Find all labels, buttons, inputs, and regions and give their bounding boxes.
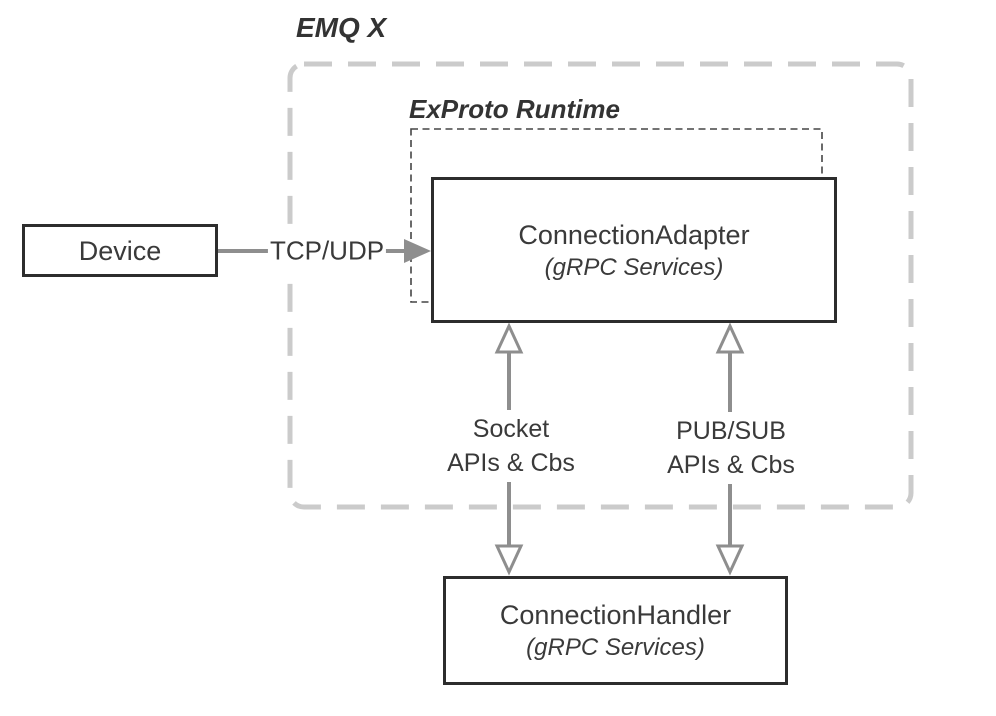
- socket-up-arrowhead-icon: [494, 322, 524, 354]
- socket-edge-label: Socket APIs & Cbs: [439, 410, 583, 482]
- pubsub-edge-label-line1: PUB/SUB: [676, 417, 786, 445]
- connection-adapter-node: ConnectionAdapter (gRPC Services): [431, 177, 837, 323]
- pubsub-edge-label-line2: APIs & Cbs: [667, 451, 795, 479]
- socket-down-arrowhead-icon: [494, 544, 524, 576]
- connection-handler-node: ConnectionHandler (gRPC Services): [443, 576, 788, 685]
- pubsub-edge-label: PUB/SUB APIs & Cbs: [659, 412, 803, 484]
- pubsub-up-arrowhead-icon: [715, 322, 745, 354]
- tcp-udp-arrowhead-icon: [404, 239, 431, 263]
- device-label: Device: [78, 235, 162, 266]
- socket-edge-label-line2: APIs & Cbs: [447, 449, 575, 477]
- exproto-runtime-title: ExProto Runtime: [409, 94, 620, 124]
- tcp-udp-edge-label: TCP/UDP: [267, 233, 387, 269]
- device-node: Device: [22, 224, 218, 277]
- emqx-dashed-boundary: [287, 61, 914, 510]
- socket-edge-label-line1: Socket: [472, 415, 550, 443]
- connection-adapter-sublabel: (gRPC Services): [544, 253, 724, 281]
- pubsub-down-arrowhead-icon: [715, 544, 745, 576]
- connection-handler-label: ConnectionHandler: [499, 600, 732, 630]
- connection-handler-sublabel: (gRPC Services): [526, 634, 705, 661]
- emqx-title: EMQ X: [296, 12, 387, 43]
- connection-adapter-label: ConnectionAdapter: [518, 219, 750, 250]
